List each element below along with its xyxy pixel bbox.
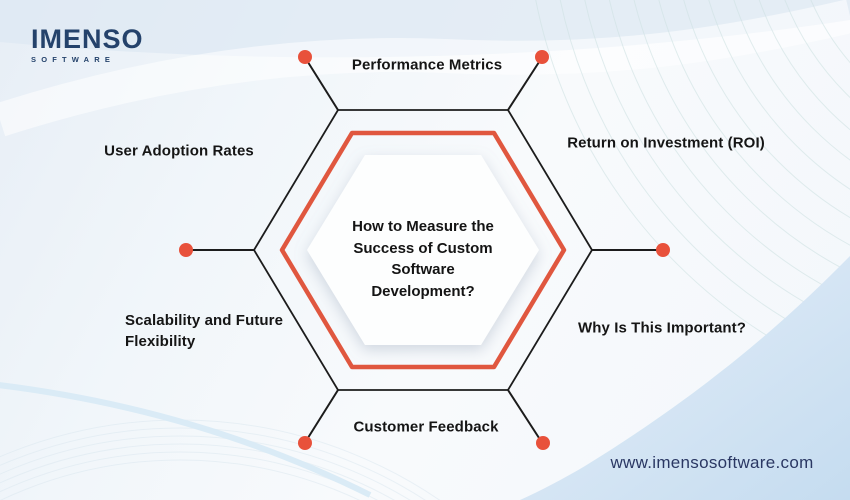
label-scalability-line-1: Scalability and Future xyxy=(125,312,284,329)
endpoint-dots xyxy=(179,50,670,450)
label-performance-metrics: Performance Metrics xyxy=(351,56,503,74)
label-return-on-investment: Return on Investment (ROI) xyxy=(567,134,765,152)
top-white-wave xyxy=(0,0,850,137)
logo-subtitle: SOFTWARE xyxy=(31,55,116,64)
spoke-top-left xyxy=(305,58,339,111)
website-url-link[interactable]: www.imensosoftware.com xyxy=(610,453,814,472)
spoke-lines xyxy=(187,58,662,442)
inner-white-hexagon xyxy=(307,155,539,345)
spoke-bottom-left xyxy=(305,389,339,442)
bottom-left-arc xyxy=(0,382,372,498)
center-question-title: How to Measure the Success of Custom Sof… xyxy=(323,216,523,302)
label-scalability-line-2: Flexibility xyxy=(125,333,196,350)
spoke-bottom-right xyxy=(507,389,542,442)
dot-top-left xyxy=(298,50,312,64)
dot-bottom-right xyxy=(536,436,550,450)
outer-hexagon xyxy=(252,109,594,391)
bottom-right-swoosh xyxy=(520,256,850,500)
imenso-logo: IMENSO SOFTWARE xyxy=(31,26,144,64)
red-hexagon xyxy=(279,130,567,370)
label-user-adoption-rates: User Adoption Rates xyxy=(104,142,254,160)
logo-title: IMENSO xyxy=(31,24,144,54)
dot-top-right xyxy=(535,50,549,64)
label-scalability-and-future-flexibility: Scalability and Future Flexibility xyxy=(125,310,283,352)
label-customer-feedback: Customer Feedback xyxy=(353,418,499,436)
center-title-line-3: Software xyxy=(391,261,455,278)
center-title-line-4: Development? xyxy=(371,282,475,300)
dot-left xyxy=(179,243,193,257)
dot-bottom-left xyxy=(298,436,312,450)
dot-right xyxy=(656,243,670,257)
center-title-line-2: Success of Custom xyxy=(353,239,493,257)
spoke-top-right xyxy=(507,58,542,111)
label-why-is-this-important: Why Is This Important? xyxy=(577,319,747,337)
center-title-line-1: How to Measure the xyxy=(352,218,494,235)
